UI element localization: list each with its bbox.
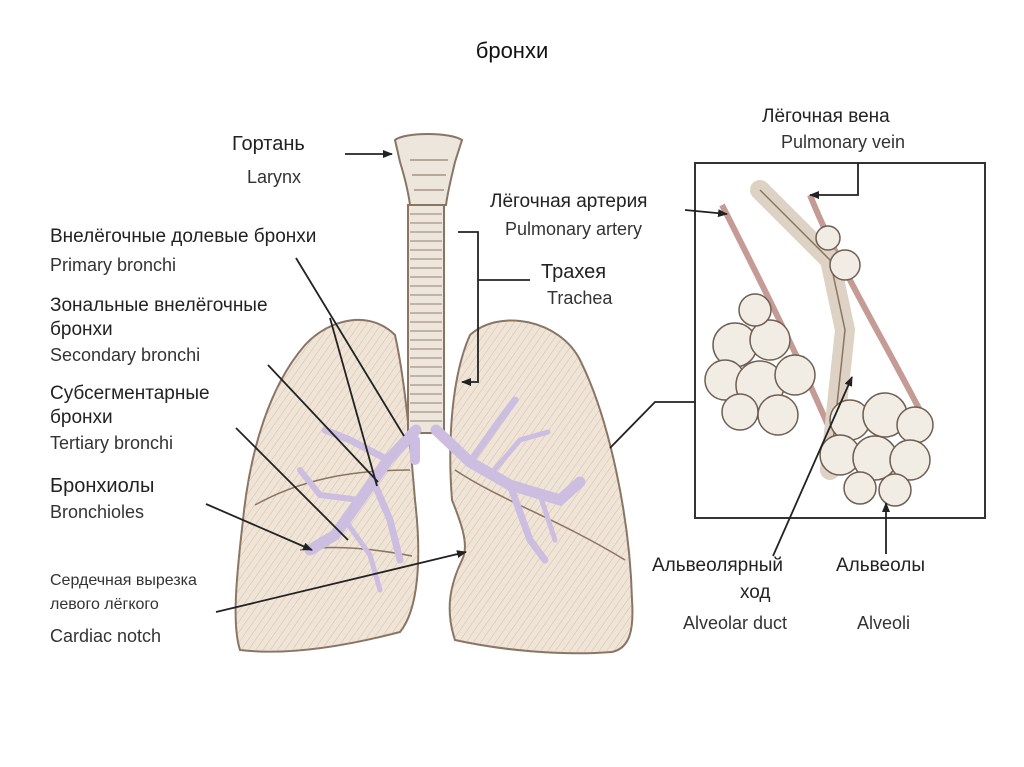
- secondary-bronchi-label-ru-2: бронхи: [50, 320, 113, 339]
- cardiac-notch-label-ru-1: Сердечная вырезка: [50, 573, 197, 589]
- secondary-bronchi-label-ru-1: Зональные внелёгочные: [50, 296, 268, 315]
- larynx-label-en: Larynx: [247, 168, 301, 186]
- bronchioles-label-en: Bronchioles: [50, 503, 144, 521]
- alveolar-duct-label-en: Alveolar duct: [683, 614, 787, 632]
- alveolar-duct-label-ru-1: Альвеолярный: [652, 556, 783, 575]
- tertiary-bronchi-label-ru-1: Субсегментарные: [50, 384, 210, 403]
- pulmonary-artery-label-ru: Лёгочная артерия: [490, 192, 647, 211]
- pulmonary-vein-label-ru: Лёгочная вена: [762, 107, 890, 126]
- bronchioles-label-ru: Бронхиолы: [50, 476, 154, 496]
- trachea: [408, 205, 444, 433]
- primary-bronchi-label-en: Primary bronchi: [50, 256, 176, 274]
- pulmonary-artery-label-en: Pulmonary artery: [505, 220, 642, 238]
- alveoli-label-ru: Альвеолы: [836, 556, 925, 575]
- tertiary-bronchi-label-ru-2: бронхи: [50, 408, 113, 427]
- larynx: [395, 134, 462, 205]
- primary-bronchi-label-ru: Внелёгочные долевые бронхи: [50, 227, 316, 246]
- secondary-bronchi-label-en: Secondary bronchi: [50, 346, 200, 364]
- tertiary-bronchi-label-en: Tertiary bronchi: [50, 434, 173, 452]
- larynx-label-ru: Гортань: [232, 134, 305, 154]
- trachea-label-ru: Трахея: [541, 262, 606, 282]
- trachea-label-en: Trachea: [547, 289, 612, 307]
- cardiac-notch-label-en: Cardiac notch: [50, 627, 161, 645]
- pulmonary-vein-label-en: Pulmonary vein: [781, 133, 905, 151]
- alveoli-label-en: Alveoli: [857, 614, 910, 632]
- cardiac-notch-label-ru-2: левого лёгкого: [50, 597, 159, 613]
- alveolar-duct-label-ru-2: ход: [740, 583, 771, 602]
